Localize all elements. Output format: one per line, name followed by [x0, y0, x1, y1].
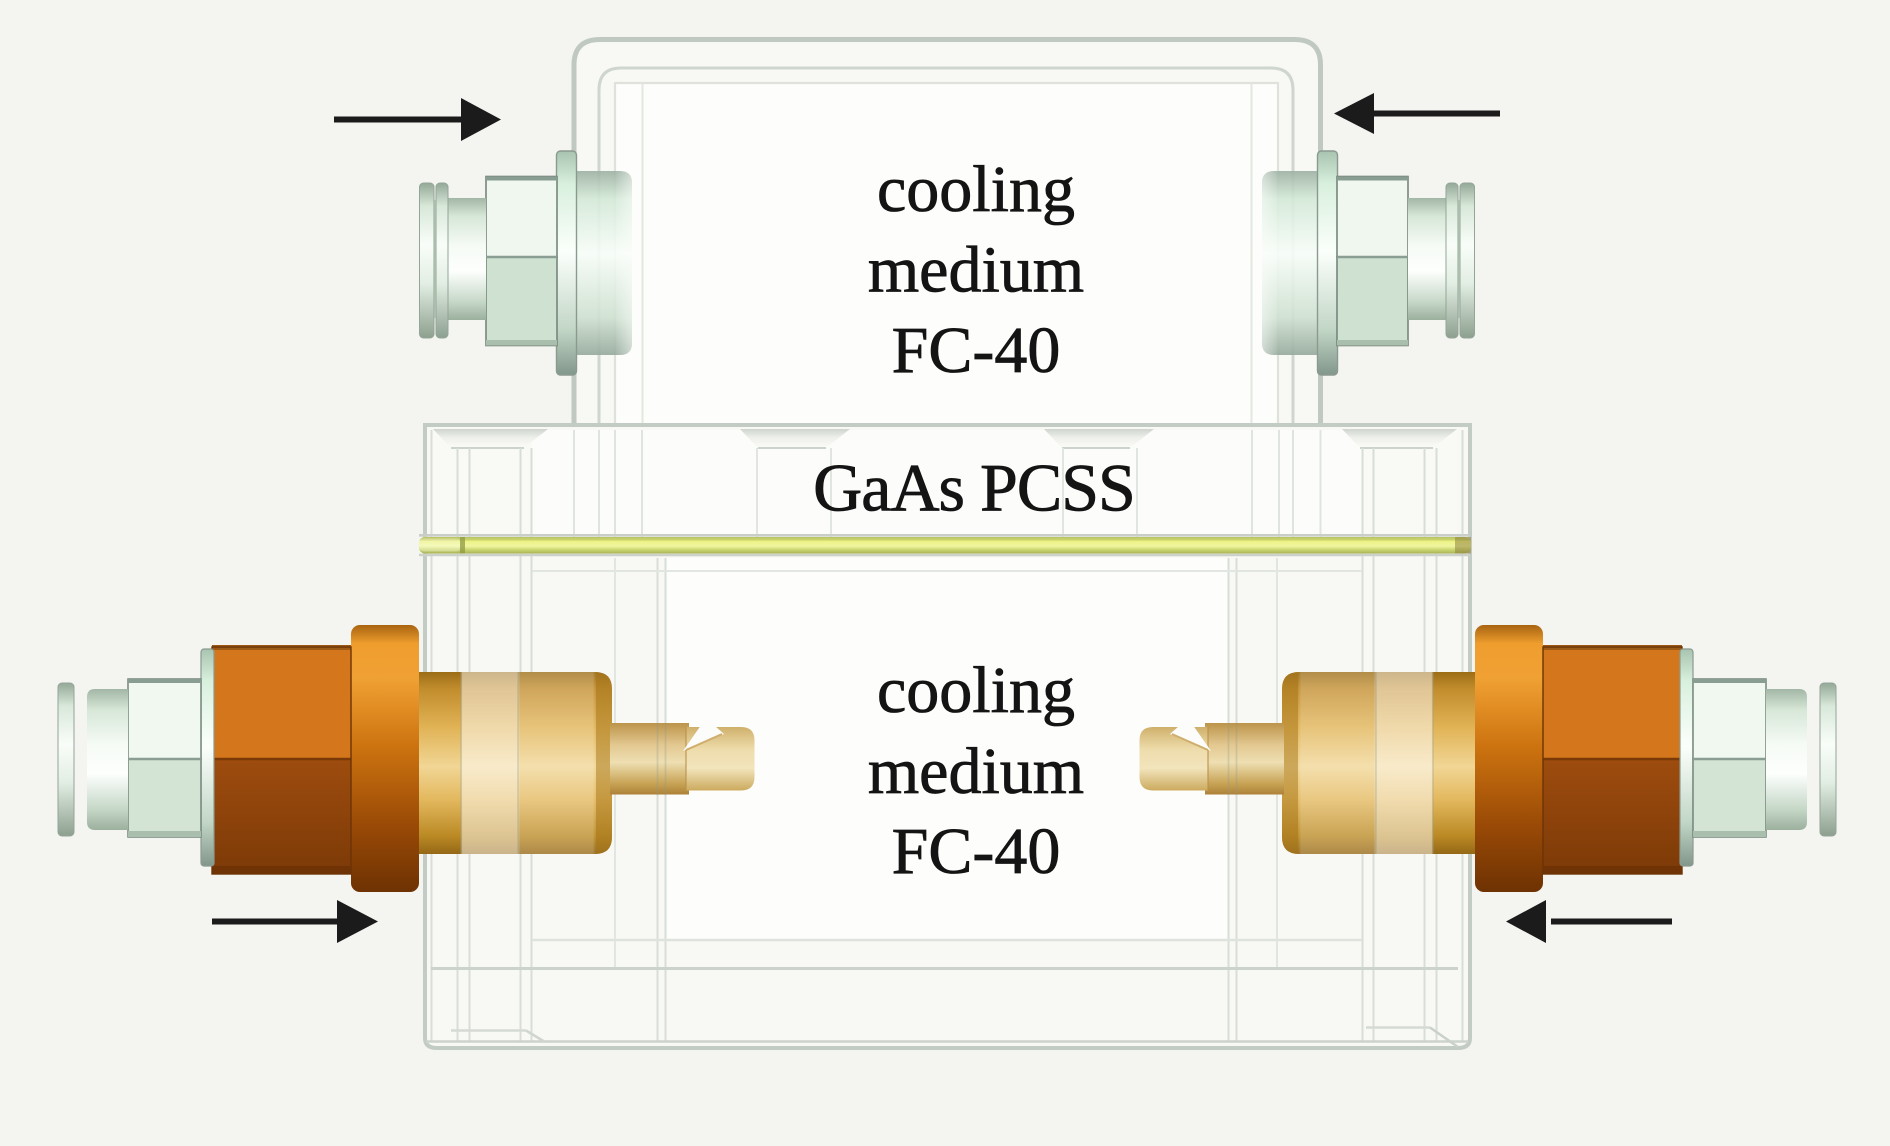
svg-text:medium: medium	[868, 735, 1084, 808]
svg-text:GaAs PCSS: GaAs PCSS	[813, 450, 1135, 526]
svg-text:cooling: cooling	[877, 654, 1075, 727]
svg-text:FC-40: FC-40	[892, 815, 1061, 888]
svg-text:medium: medium	[868, 234, 1084, 307]
svg-text:FC-40: FC-40	[892, 314, 1061, 387]
svg-text:cooling: cooling	[877, 153, 1075, 226]
